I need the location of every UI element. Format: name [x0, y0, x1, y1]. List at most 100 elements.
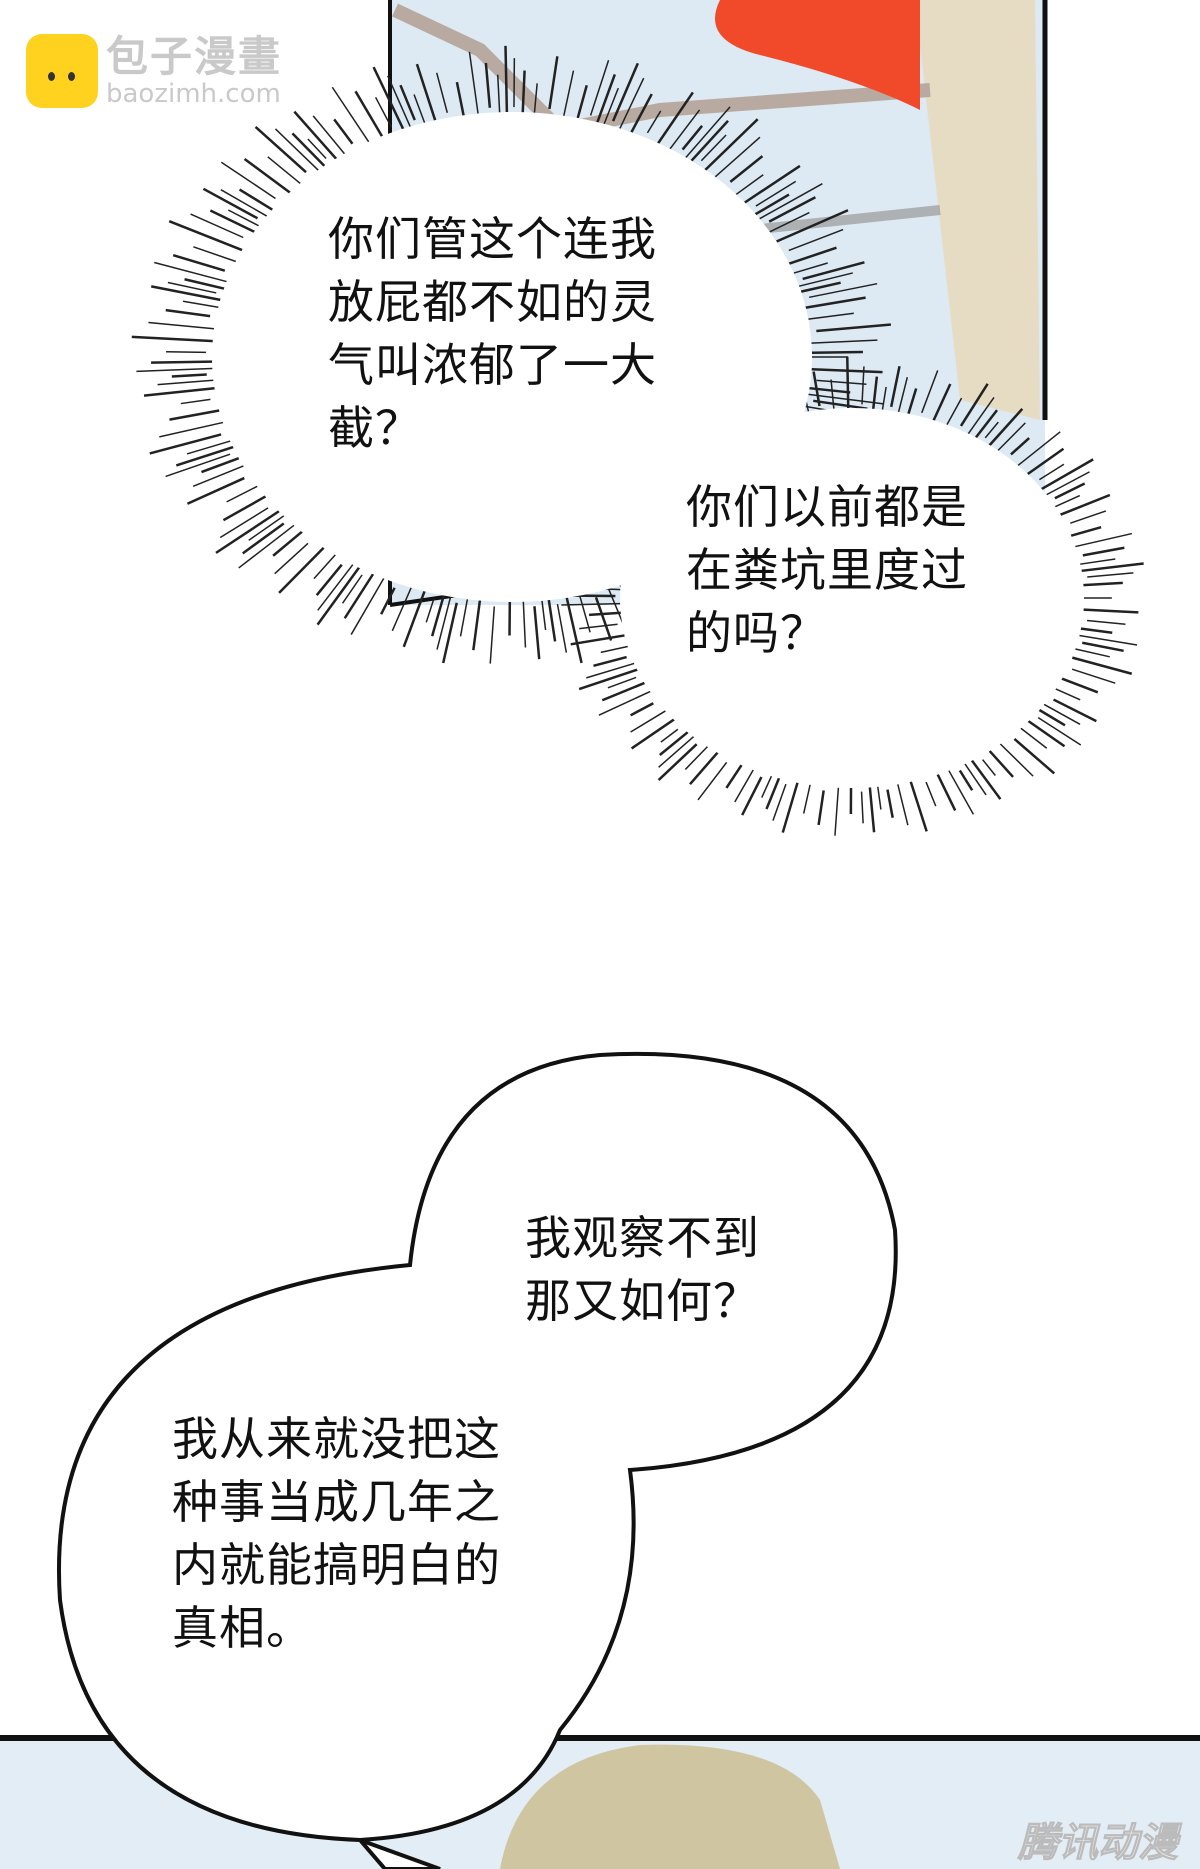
- burst-line: [896, 376, 909, 416]
- burst-line: [834, 787, 840, 836]
- burst-line: [1037, 716, 1082, 746]
- burst-line: [521, 70, 526, 118]
- burst-line: [598, 688, 655, 716]
- burst-line: [1076, 626, 1113, 635]
- burst-line: [1014, 431, 1061, 469]
- burst-line: [192, 463, 249, 488]
- burst-line: [165, 308, 211, 318]
- burst-line: [175, 444, 239, 467]
- baozimh-logo: 包子漫畫 baozimh.com: [26, 34, 282, 108]
- burst-line: [430, 595, 445, 637]
- burst-line: [1071, 668, 1116, 684]
- burst-line: [593, 655, 627, 667]
- burst-line: [159, 420, 229, 438]
- burst-line: [220, 161, 276, 200]
- burst-line: [562, 70, 575, 121]
- burst-line: [313, 550, 340, 580]
- burst-line: [958, 769, 974, 791]
- burst-line: [1086, 619, 1126, 625]
- burst-line: [136, 367, 219, 373]
- burst-line: [472, 595, 482, 651]
- burst-line: [578, 667, 642, 691]
- burst-line: [1075, 532, 1133, 548]
- burst-line: [577, 590, 591, 633]
- burst-line: [817, 790, 825, 826]
- burst-line: [734, 766, 756, 803]
- burst-line: [425, 598, 435, 623]
- burst-line: [455, 81, 466, 121]
- burst-line: [876, 782, 882, 810]
- burst-line: [219, 507, 269, 539]
- burst-line: [561, 602, 621, 606]
- burst-line: [209, 209, 260, 236]
- burst-line: [700, 134, 727, 162]
- burst-line: [387, 75, 411, 127]
- burst-line: [1038, 708, 1066, 727]
- burst-line: [630, 93, 653, 133]
- burst-line: [657, 743, 698, 781]
- burst-line: [803, 386, 851, 394]
- burst-line: [659, 731, 689, 756]
- burst-line: [243, 157, 295, 197]
- burst-line: [435, 72, 449, 113]
- burst-line: [149, 433, 222, 455]
- burst-line: [974, 409, 999, 439]
- burst-line: [589, 59, 610, 116]
- burst-line: [1082, 641, 1124, 653]
- burst-line: [586, 662, 635, 679]
- burst-line: [697, 761, 728, 801]
- burst-line: [165, 453, 231, 478]
- burst-line: [897, 784, 909, 826]
- burst-line: [603, 87, 619, 125]
- burst-line: [1039, 701, 1081, 725]
- burst-line: [1024, 717, 1066, 748]
- burst-line: [402, 586, 428, 648]
- burst-line: [220, 189, 272, 220]
- burst-line: [908, 777, 928, 832]
- burst-line: [968, 756, 1002, 800]
- burst-line: [594, 73, 616, 128]
- burst-line: [274, 542, 309, 575]
- burst-line: [816, 323, 892, 333]
- burst-line: [1046, 471, 1090, 496]
- burst-line: [781, 782, 799, 833]
- burst-line: [755, 180, 797, 207]
- burst-line: [816, 379, 867, 385]
- burst-line: [1020, 727, 1048, 749]
- burst-line: [681, 125, 704, 151]
- burst-bubble-2: [620, 408, 1084, 788]
- burst-line: [333, 118, 354, 145]
- burst-line: [202, 187, 259, 220]
- speech-bubble: [57, 1052, 898, 1869]
- burst-line: [315, 563, 343, 596]
- burst-line: [168, 220, 243, 252]
- burst-line: [788, 228, 844, 252]
- burst-line: [522, 596, 527, 648]
- burst-line: [1057, 675, 1099, 694]
- burst-line: [1054, 482, 1086, 500]
- burst-line: [805, 339, 878, 345]
- burst-line: [143, 386, 221, 397]
- burst-line: [413, 94, 427, 128]
- burst-line: [533, 83, 538, 113]
- burst-line: [860, 791, 864, 824]
- burst-line: [291, 132, 326, 167]
- burst-line: [172, 253, 226, 272]
- burst-line: [468, 51, 479, 114]
- burst-line: [399, 84, 416, 121]
- burst-line: [846, 356, 850, 409]
- burst-line: [654, 91, 694, 149]
- burst-line: [489, 606, 496, 664]
- burst-line: [808, 312, 854, 320]
- burst-line: [776, 209, 849, 243]
- burst-line: [343, 573, 375, 619]
- burst-line: [182, 300, 225, 309]
- burst-line: [729, 155, 764, 183]
- burst-line: [800, 281, 841, 293]
- burst-line: [1013, 737, 1056, 775]
- burst-line: [600, 644, 633, 654]
- burst-line: [570, 634, 625, 646]
- burst-line: [589, 611, 626, 617]
- burst-line: [227, 209, 260, 227]
